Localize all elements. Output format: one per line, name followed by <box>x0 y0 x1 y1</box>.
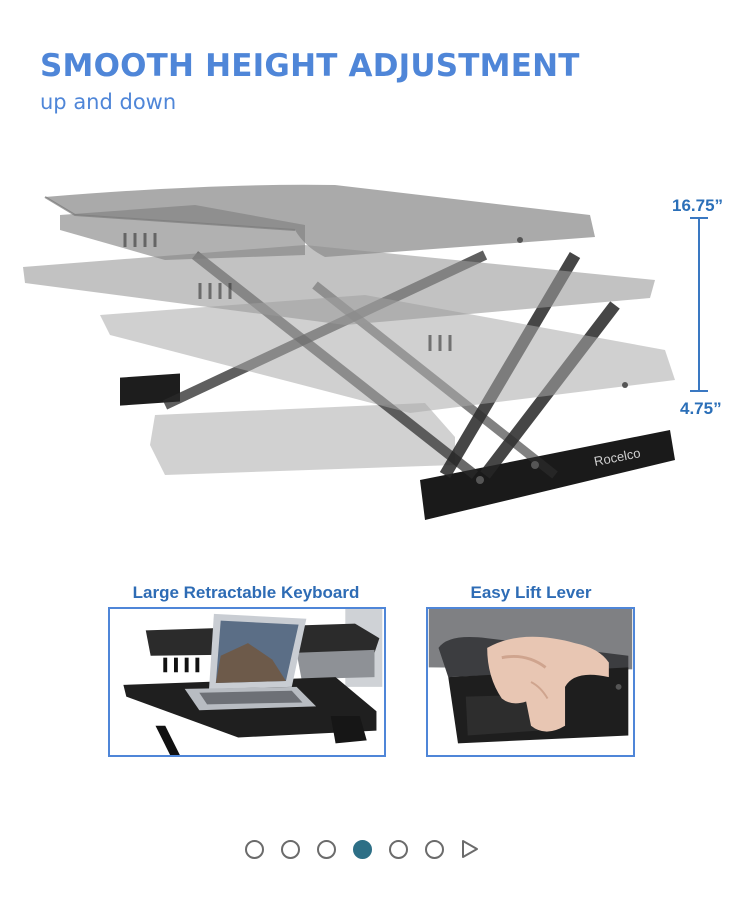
pager-dot-4[interactable] <box>353 839 372 859</box>
standing-desk-illustration: Rocelco <box>23 184 675 520</box>
keyboard-tray-photo <box>111 609 383 755</box>
pager-dot-2[interactable] <box>281 839 300 859</box>
pager-dot-5[interactable] <box>389 839 408 859</box>
feature-image-keyboard <box>108 607 386 757</box>
page-title: SMOOTH HEIGHT ADJUSTMENT <box>40 48 580 84</box>
feature-label-lever: Easy Lift Lever <box>470 583 592 602</box>
page-subtitle: up and down <box>40 90 177 114</box>
min-height-label: 4.75” <box>680 399 722 418</box>
feature-label-keyboard: Large Retractable Keyboard <box>132 583 360 602</box>
play-triangle-icon[interactable] <box>461 839 479 859</box>
carousel-pager <box>245 838 479 860</box>
pager-dot-3[interactable] <box>317 839 336 859</box>
height-dimension-line <box>698 217 700 392</box>
pager-dot-6[interactable] <box>425 839 444 859</box>
dimension-cap-bottom <box>690 390 708 392</box>
lift-lever-photo <box>428 609 633 755</box>
max-height-label: 16.75” <box>672 196 724 215</box>
feature-image-lever <box>426 607 635 757</box>
pager-dot-1[interactable] <box>245 839 264 859</box>
